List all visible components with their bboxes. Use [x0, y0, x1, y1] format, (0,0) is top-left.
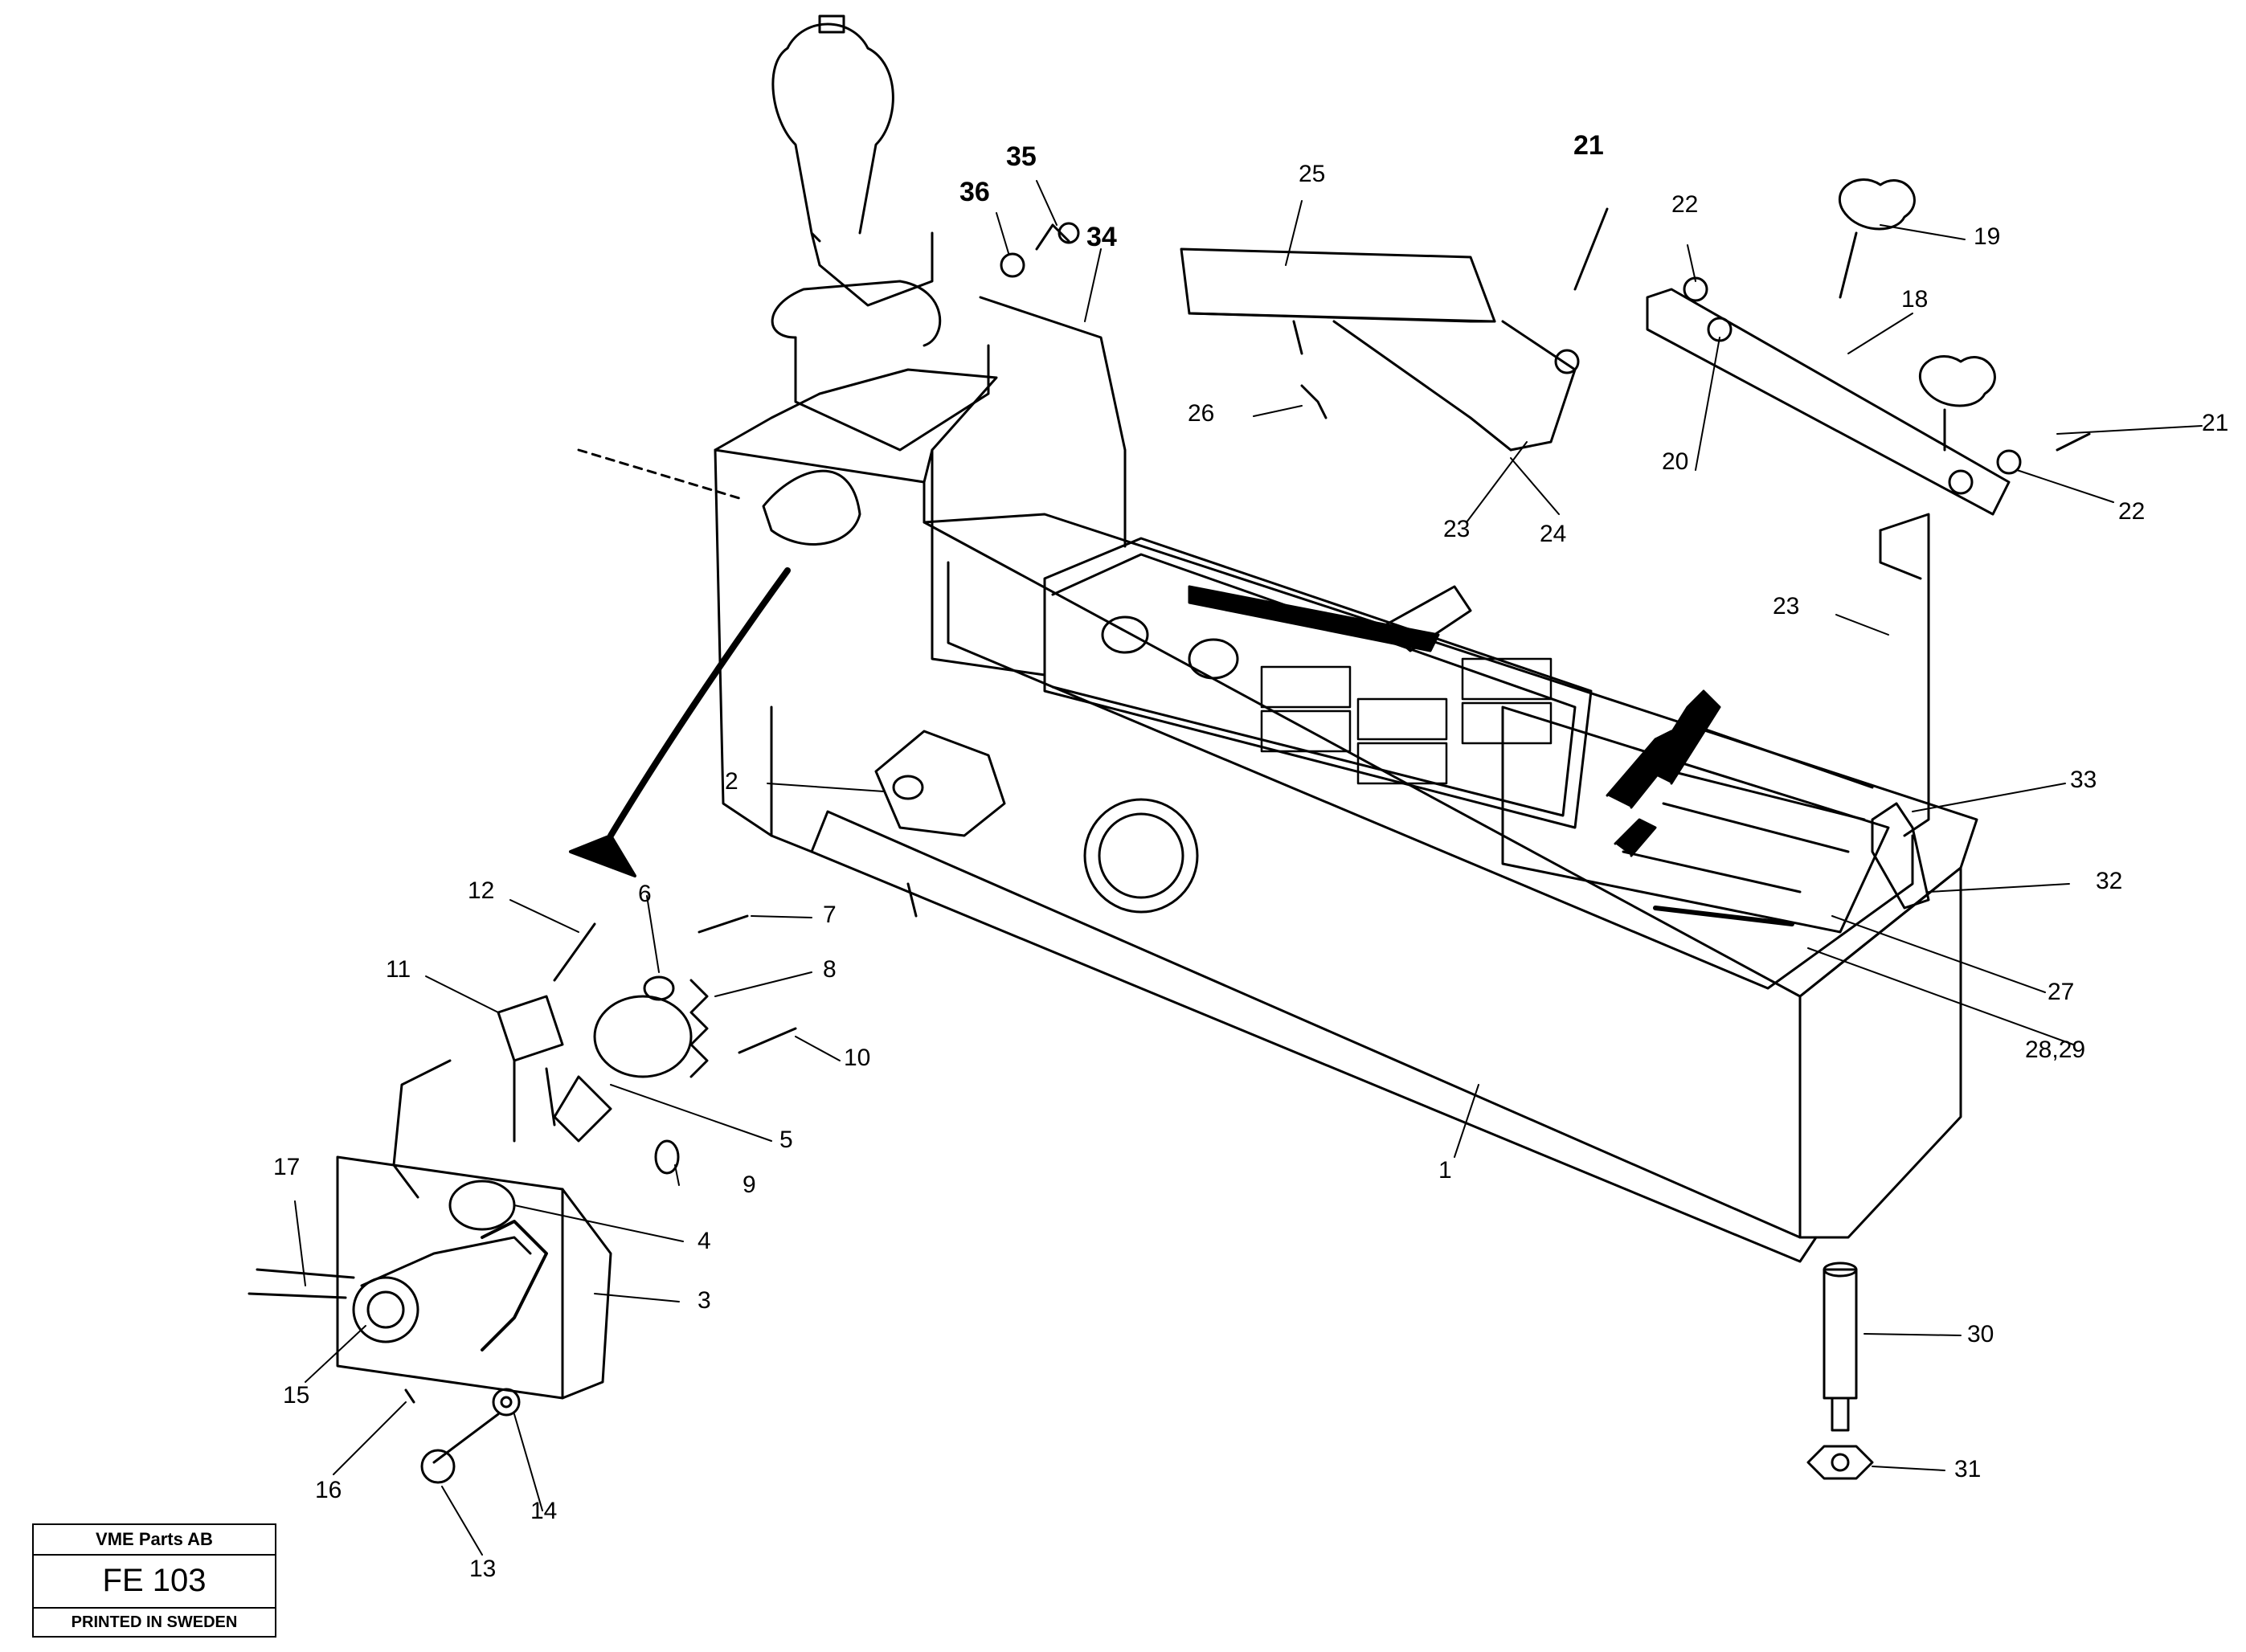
adjustment-bracket	[1554, 178, 2091, 910]
callout-30: 30	[1967, 1321, 1994, 1347]
callout-33: 33	[2070, 767, 2097, 793]
drawing-number: FE 103	[34, 1554, 275, 1609]
callout-9: 9	[743, 1172, 756, 1198]
callout-26: 26	[1188, 400, 1215, 427]
callout-11: 11	[386, 956, 411, 983]
callout-25: 25	[1299, 161, 1326, 187]
callout-1: 1	[1438, 1157, 1452, 1184]
cable-bracket-34	[979, 296, 1127, 548]
callout-36: 36	[959, 177, 990, 207]
callout-22-right: 22	[2118, 498, 2146, 525]
callout-10: 10	[844, 1045, 871, 1071]
callout-28-29: 28,29	[2025, 1037, 2086, 1063]
callout-27: 27	[2048, 979, 2075, 1005]
title-block: VME Parts AB FE 103 PRINTED IN SWEDEN	[32, 1523, 276, 1638]
bolt-26	[1300, 384, 1328, 419]
joystick-lever	[771, 14, 990, 452]
callout-23-right: 23	[1773, 593, 1800, 620]
callout-2: 2	[725, 768, 738, 795]
company-name: VME Parts AB	[34, 1525, 275, 1556]
print-note: PRINTED IN SWEDEN	[71, 1613, 238, 1631]
callout-23-top: 23	[1443, 516, 1471, 542]
callout-3: 3	[698, 1287, 711, 1314]
detail-cam-assembly	[248, 914, 797, 1484]
hydraulic-control-levers	[1606, 689, 1874, 926]
detail-view-arrow	[569, 567, 791, 877]
callout-16: 16	[315, 1477, 342, 1503]
callout-6: 6	[638, 881, 652, 907]
callout-17: 17	[273, 1154, 301, 1180]
callout-13: 13	[469, 1556, 497, 1582]
callout-14: 14	[530, 1498, 558, 1524]
callout-19: 19	[1974, 223, 2001, 250]
joystick-mount-detail	[762, 469, 861, 546]
spacer-sleeve	[1823, 1261, 1858, 1432]
callout-21-right: 21	[2202, 410, 2229, 436]
nut	[1806, 1445, 1874, 1480]
callout-24: 24	[1540, 521, 1567, 547]
joystick-cable-line	[577, 448, 741, 500]
hardware-35-36	[1000, 222, 1080, 278]
callout-15: 15	[283, 1382, 310, 1409]
callout-34: 34	[1086, 222, 1117, 252]
callout-18: 18	[1901, 286, 1929, 313]
callout-12: 12	[468, 877, 495, 904]
armrest-assembly	[1180, 247, 1577, 452]
indicator-lamp-grid	[1260, 657, 1553, 785]
callout-32: 32	[2096, 868, 2123, 894]
callout-8: 8	[823, 956, 837, 983]
leader-lines	[294, 180, 2203, 1556]
callout-7: 7	[823, 902, 837, 928]
callout-4: 4	[698, 1228, 711, 1254]
callout-20: 20	[1662, 448, 1689, 475]
callout-5: 5	[779, 1127, 793, 1153]
control-console-housing	[714, 368, 1978, 1263]
callout-22-top: 22	[1671, 191, 1699, 218]
callout-35: 35	[1006, 141, 1037, 172]
callout-31: 31	[1954, 1456, 1982, 1482]
callout-21-top: 21	[1573, 130, 1604, 161]
